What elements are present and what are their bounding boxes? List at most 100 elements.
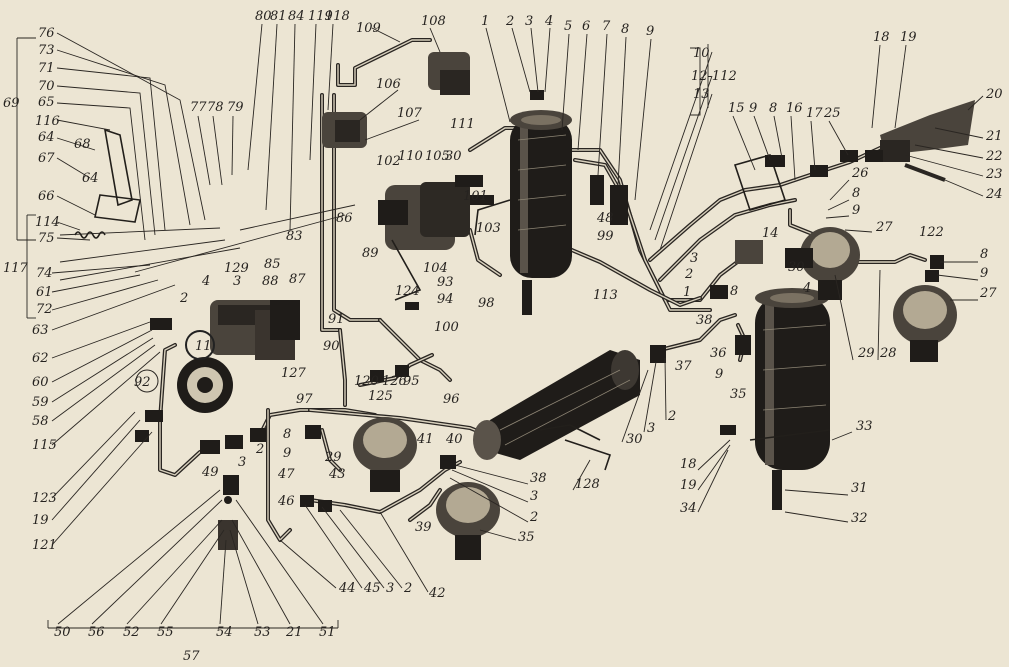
callout-label-101: 101 [463,189,488,204]
callout-label-36: 36 [710,346,727,361]
callout-label-9: 9 [980,266,988,281]
callout-label-8: 8 [852,186,860,201]
callout-label-111: 111 [450,117,475,132]
air-tank-upper [474,110,572,315]
callout-label-15: 15 [728,101,745,116]
callout-label-91: 91 [328,312,345,327]
callout-label-124: 124 [395,284,420,299]
callout-label-35: 35 [730,387,747,402]
callout-label-121: 121 [32,538,57,553]
callout-label-2: 2 [179,291,188,306]
callout-label-18: 18 [680,457,697,472]
callout-label-55: 55 [157,625,174,640]
callout-label-86: 86 [336,211,353,226]
callout-label-118: 118 [325,9,350,24]
callout-label-56: 56 [88,625,105,640]
callout-label-9: 9 [283,446,291,461]
callout-label-23: 23 [985,167,1003,182]
callout-label-2: 2 [505,14,514,29]
callout-label-83: 83 [286,229,303,244]
callout-label-38: 38 [530,471,547,486]
callout-label-104: 104 [423,261,448,276]
callout-label-71: 71 [38,61,55,76]
trailer-connection-head [880,100,975,182]
pipe-fittings [135,90,944,512]
callout-label-46: 46 [277,494,295,509]
callout-label-2: 2 [684,267,693,282]
callout-label-97: 97 [296,392,313,407]
drain-valve-assembly [218,475,239,550]
valve-108 [428,52,470,95]
callout-label-61: 61 [36,285,53,300]
callout-label-38: 38 [696,313,713,328]
callout-label-30: 30 [626,432,643,447]
callout-label-9: 9 [715,367,723,382]
callout-label-68: 68 [74,137,91,152]
pipe-network [158,38,927,542]
callout-label-108: 108 [421,14,446,29]
callout-label-107: 107 [397,106,423,121]
callout-label-29: 29 [857,346,875,361]
callout-label-123: 123 [32,491,57,506]
callout-label-67: 67 [38,151,55,166]
callout-label-93: 93 [437,275,454,290]
callout-label-13: 13 [693,87,710,102]
callout-label-99: 99 [597,229,614,244]
callout-label-94: 94 [437,292,454,307]
callout-label-30: 30 [445,149,462,164]
callout-label-113: 113 [593,288,618,303]
brake-valve [378,182,470,301]
callout-label-16: 16 [786,101,803,116]
callout-label-12-112: 12-112 [691,69,737,84]
callout-label-54: 54 [216,625,233,640]
callout-label-3: 3 [386,581,394,596]
callout-label-51: 51 [319,625,336,640]
callout-label-44: 44 [338,581,356,596]
brake-chamber-right-front [800,227,860,300]
callout-label-90: 90 [323,339,340,354]
callout-label-64: 64 [82,171,99,186]
callout-label-19: 19 [680,478,697,493]
callout-label-11: 11 [195,339,212,354]
callout-label-1: 1 [683,285,691,300]
callout-label-3: 3 [238,455,246,470]
valve-107 [322,112,367,148]
callout-label-126: 126 [382,374,407,389]
compressor [177,300,300,413]
callout-label-81: 81 [270,9,287,24]
callout-label-3: 3 [690,251,698,266]
callout-label-29: 29 [324,450,342,465]
engraving-hatch [499,134,827,446]
callout-label-114: 114 [35,215,60,230]
callout-label-3: 3 [530,489,538,504]
callout-label-27: 27 [979,286,997,301]
callout-label-35: 35 [518,530,535,545]
callout-label-24: 24 [985,187,1003,202]
callout-label-19: 19 [900,30,917,45]
callout-label-21: 21 [285,625,303,640]
callout-label-95: 95 [403,374,420,389]
callout-label-4: 4 [802,281,811,296]
callout-label-8: 8 [730,284,738,299]
callout-label-8: 8 [769,101,777,116]
callout-label-2: 2 [255,442,264,457]
callout-label-14: 14 [762,226,779,241]
callout-label-62: 62 [32,351,49,366]
callout-label-26: 26 [851,166,869,181]
callout-label-8: 8 [621,22,629,37]
callout-label-48: 48 [596,211,614,226]
callout-label-31: 31 [851,481,868,496]
leader-lines [16,23,984,629]
callout-label-53: 53 [254,625,271,640]
brake-chamber-left-front [353,417,417,492]
callout-label-66: 66 [38,189,55,204]
callout-label-10: 10 [693,46,710,61]
callout-label-42: 42 [428,586,446,601]
callout-label-21: 21 [985,129,1003,144]
callout-label-2: 2 [529,510,538,525]
callout-label-88: 88 [262,274,279,289]
callout-label-65: 65 [38,95,55,110]
callout-label-74: 74 [36,266,53,281]
